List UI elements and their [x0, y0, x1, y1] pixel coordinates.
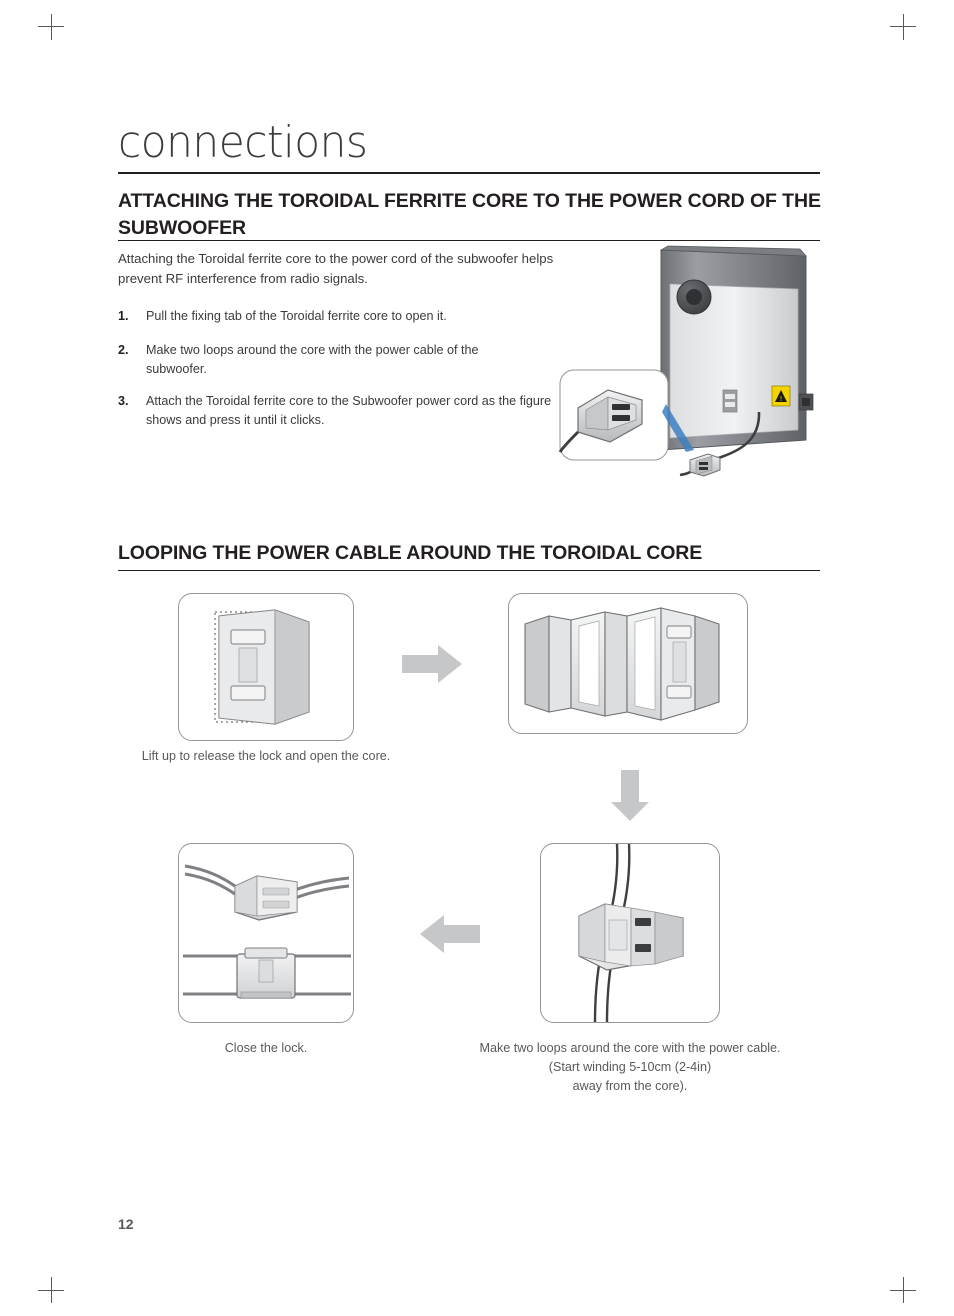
crop-mark-top-left-v	[51, 14, 52, 40]
step-number: 3.	[118, 394, 129, 408]
crop-mark-top-right-v	[903, 14, 904, 40]
core-closed-lock-illustration	[182, 864, 351, 999]
section1-heading: ATTACHING THE TOROIDAL FERRITE CORE TO T…	[118, 190, 821, 239]
section1-step-1: 1. Pull the fixing tab of the Toroidal f…	[118, 307, 553, 326]
diagram-frame-looping	[540, 843, 720, 1023]
title-rule	[118, 172, 820, 174]
section1-step-2: 2. Make two loops around the core with t…	[118, 341, 518, 379]
caption-step1: Lift up to release the lock and open the…	[141, 749, 391, 763]
section1-step-3: 3. Attach the Toroidal ferrite core to t…	[118, 392, 556, 430]
step-number: 1.	[118, 309, 129, 323]
diagram-frame-open-core	[178, 593, 354, 741]
core-looping-illustration	[578, 843, 684, 1023]
caption-step2-line1: Make two loops around the core with the …	[479, 1041, 781, 1055]
crop-mark-bottom-left-h	[38, 1290, 64, 1291]
section2-heading: LOOPING THE POWER CABLE AROUND THE TOROI…	[118, 542, 703, 564]
arrow-right-icon	[402, 645, 462, 683]
step-text: Make two loops around the core with the …	[146, 343, 479, 376]
core-opened-illustration	[524, 607, 720, 721]
section1-intro: Attaching the Toroidal ferrite core to t…	[118, 251, 554, 286]
svg-text:!: !	[780, 395, 783, 403]
page-title: connections	[118, 117, 368, 168]
core-open-lock-illustration	[214, 609, 310, 725]
step-text: Pull the fixing tab of the Toroidal ferr…	[146, 309, 447, 323]
step-text: Attach the Toroidal ferrite core to the …	[146, 394, 552, 427]
diagram-frame-core-opened	[508, 593, 748, 734]
arrow-down-icon	[611, 770, 649, 821]
crop-mark-top-right-h	[890, 26, 916, 27]
caption-step2-line3: away from the core).	[572, 1079, 688, 1093]
section2-rule	[118, 570, 820, 571]
caption-step2: Make two loops around the core with the …	[450, 1039, 810, 1096]
diagram-frame-close-lock	[178, 843, 354, 1023]
crop-mark-bottom-right-h	[890, 1290, 916, 1291]
section1-rule	[118, 240, 820, 241]
caption-step2-line2: (Start winding 5-10cm (2-4in)	[548, 1060, 712, 1074]
step-number: 2.	[118, 343, 129, 357]
subwoofer-illustration: !	[558, 245, 814, 477]
crop-mark-top-left-h	[38, 26, 64, 27]
caption-step3: Close the lock.	[224, 1041, 308, 1055]
page-number: 12	[118, 1216, 134, 1232]
arrow-left-icon	[420, 915, 480, 953]
